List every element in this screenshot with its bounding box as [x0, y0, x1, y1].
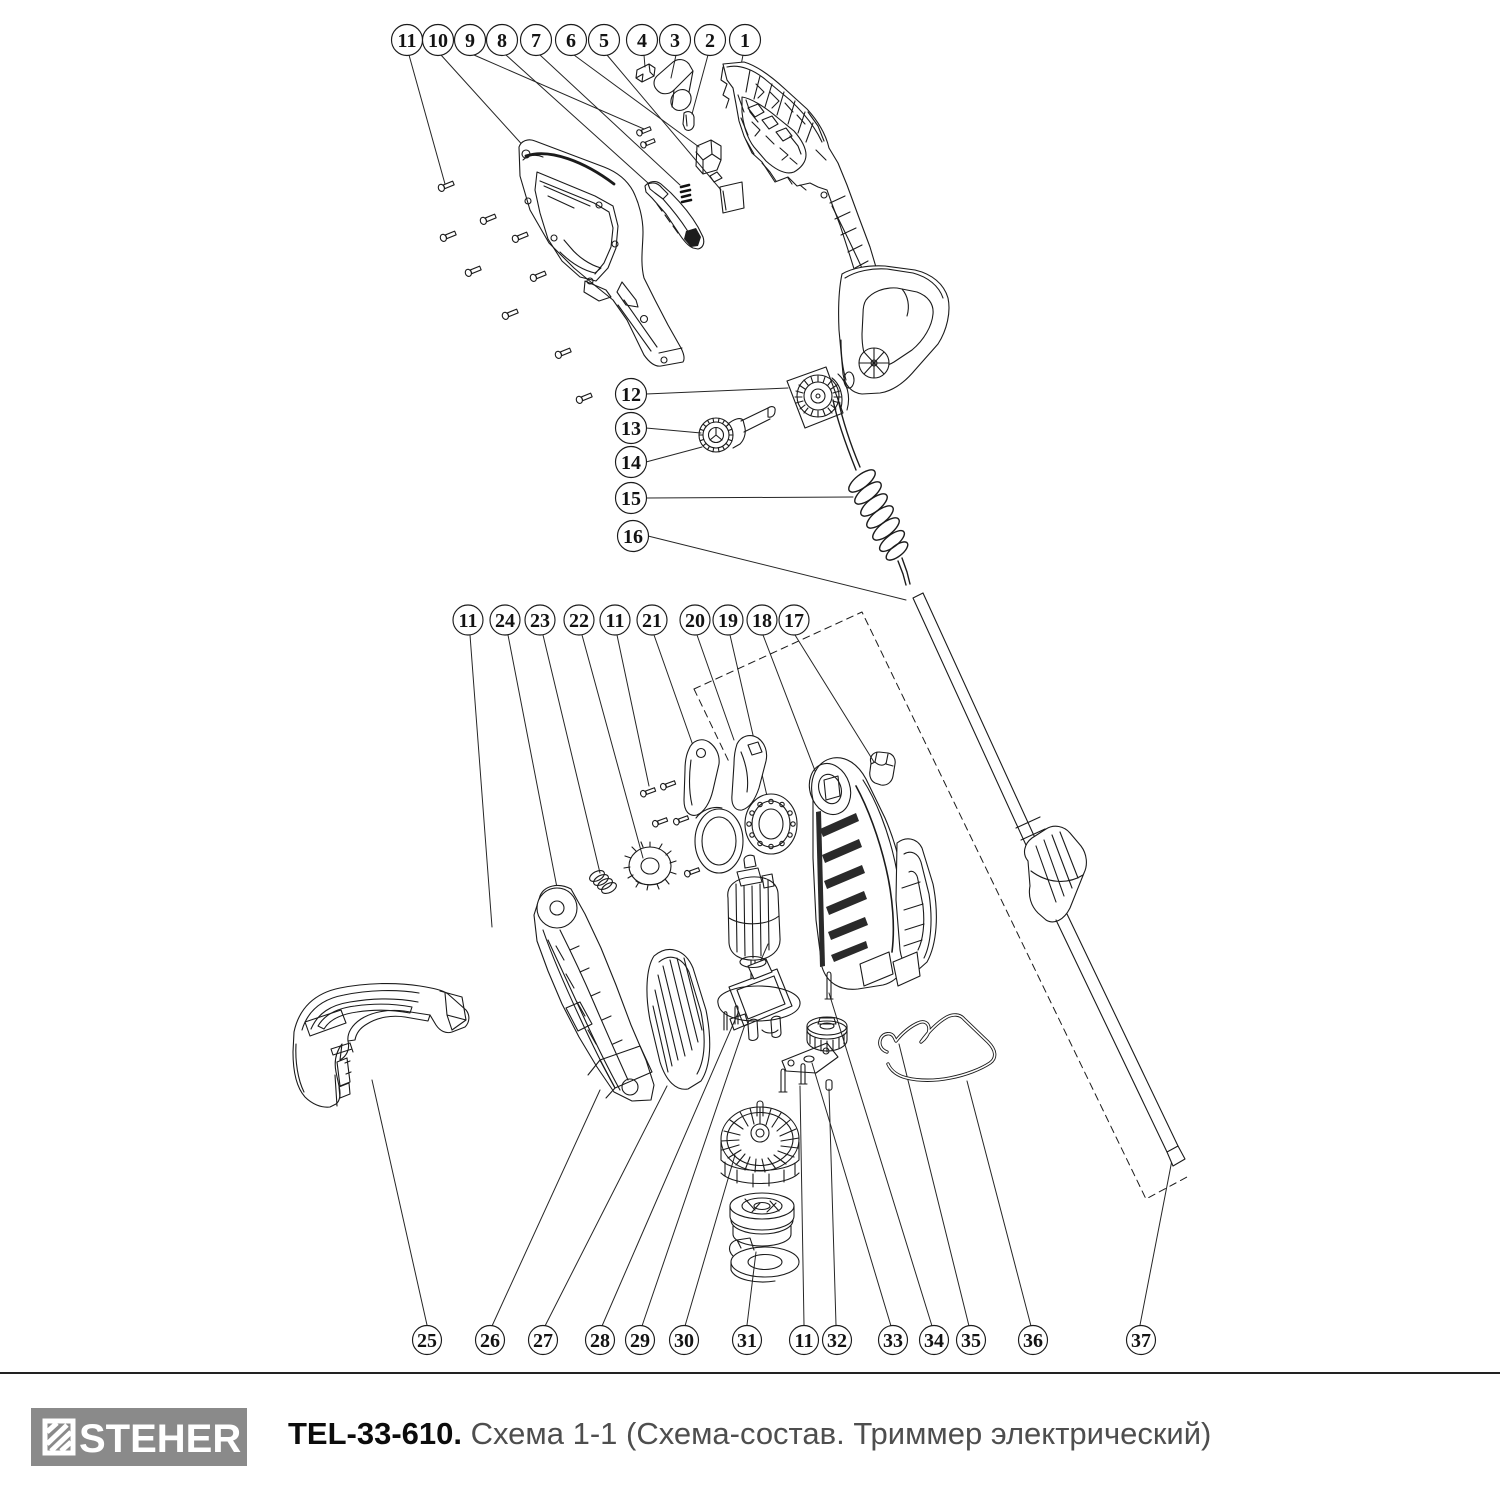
svg-text:STEHER: STEHER: [79, 1417, 241, 1461]
svg-text:24: 24: [495, 610, 515, 632]
svg-text:6: 6: [566, 30, 576, 52]
svg-text:9: 9: [465, 30, 475, 52]
svg-text:16: 16: [623, 526, 643, 548]
svg-text:20: 20: [685, 610, 705, 632]
svg-text:10: 10: [428, 30, 448, 52]
svg-text:21: 21: [642, 610, 662, 632]
svg-text:28: 28: [590, 1330, 610, 1352]
svg-text:11: 11: [398, 30, 417, 52]
svg-text:23: 23: [530, 610, 550, 632]
svg-text:29: 29: [630, 1330, 650, 1352]
svg-text:12: 12: [621, 384, 641, 406]
svg-text:11: 11: [459, 610, 478, 632]
svg-text:25: 25: [417, 1330, 437, 1352]
svg-text:26: 26: [480, 1330, 500, 1352]
svg-text:18: 18: [752, 610, 772, 632]
svg-text:35: 35: [961, 1330, 981, 1352]
svg-text:1: 1: [740, 30, 750, 52]
svg-text:15: 15: [621, 488, 641, 510]
svg-text:32: 32: [827, 1330, 847, 1352]
svg-text:19: 19: [718, 610, 738, 632]
svg-text:36: 36: [1023, 1330, 1043, 1352]
svg-text:11: 11: [795, 1330, 814, 1352]
svg-text:7: 7: [531, 30, 541, 52]
svg-text:4: 4: [637, 30, 647, 52]
svg-text:22: 22: [569, 610, 589, 632]
svg-text:37: 37: [1131, 1330, 1151, 1352]
svg-text:34: 34: [924, 1330, 944, 1352]
svg-text:5: 5: [599, 30, 609, 52]
svg-text:8: 8: [497, 30, 507, 52]
svg-text:13: 13: [621, 418, 641, 440]
svg-text:17: 17: [784, 610, 804, 632]
svg-text:27: 27: [533, 1330, 553, 1352]
svg-text:2: 2: [705, 30, 715, 52]
svg-text:30: 30: [674, 1330, 694, 1352]
svg-text:33: 33: [883, 1330, 903, 1352]
svg-text:3: 3: [670, 30, 680, 52]
svg-text:14: 14: [621, 452, 641, 474]
svg-text:31: 31: [737, 1330, 757, 1352]
svg-text:11: 11: [606, 610, 625, 632]
